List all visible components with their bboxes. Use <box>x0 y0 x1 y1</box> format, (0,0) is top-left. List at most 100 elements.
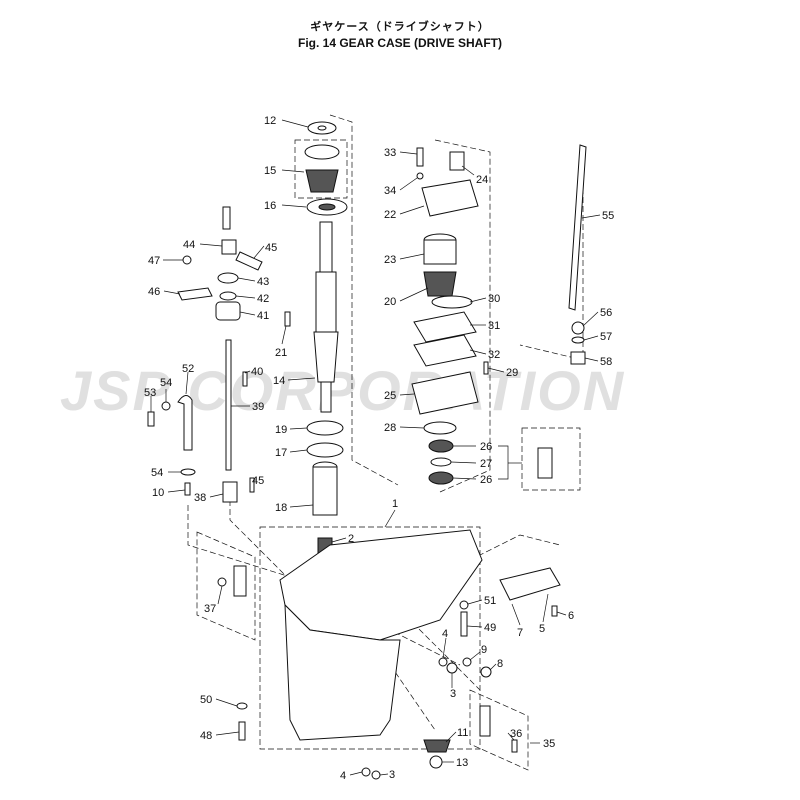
part-31-plate <box>413 311 477 343</box>
callout-41: 41 <box>257 310 269 322</box>
part-14-shaft-lower <box>313 331 339 383</box>
part-30-gasket <box>431 295 473 309</box>
leader-41 <box>239 311 256 316</box>
part-6-bolt <box>551 605 558 617</box>
leader-52 <box>185 371 189 395</box>
leader-50 <box>215 698 238 707</box>
callout-54: 54 <box>160 377 172 389</box>
part-19-seal <box>306 420 344 436</box>
part-4-washer <box>438 657 448 667</box>
leader-15 <box>281 169 305 173</box>
callout-26-upper: 26 <box>480 441 492 453</box>
leader-23 <box>399 253 425 260</box>
part-35-grille <box>479 705 491 737</box>
callout-55: 55 <box>602 210 614 222</box>
flow-line-38 <box>229 500 301 591</box>
callout-45-lower: 45 <box>252 475 264 487</box>
leader-12 <box>281 119 309 128</box>
callout-29: 29 <box>506 367 518 379</box>
callout-35: 35 <box>543 738 555 750</box>
callout-44: 44 <box>183 239 195 251</box>
leader-1 <box>384 509 396 528</box>
callout-20: 20 <box>384 296 396 308</box>
part-43-oring <box>217 272 239 284</box>
flow-line-11 <box>379 649 436 731</box>
part-3-screw <box>446 662 458 674</box>
leader-44 <box>199 243 223 247</box>
callout-14: 14 <box>273 375 285 387</box>
part-15-pinion <box>305 169 339 193</box>
part-1-gear-case-body <box>284 603 401 741</box>
leader-46 <box>163 290 181 295</box>
leader-43 <box>237 277 256 282</box>
leader-5 <box>542 593 549 623</box>
part-14-shaft-upper <box>319 221 333 273</box>
leader-16 <box>281 204 307 208</box>
callout-15: 15 <box>264 165 276 177</box>
callout-52: 52 <box>182 363 194 375</box>
part-37-screw <box>217 577 227 587</box>
flow-line-top <box>329 114 353 230</box>
callout-1: 1 <box>392 498 398 510</box>
leader-55 <box>581 214 601 219</box>
part-47-bolt <box>182 255 192 265</box>
leader-48 <box>215 731 240 736</box>
callout-27: 27 <box>480 458 492 470</box>
part-38-link <box>222 481 238 503</box>
leader-20 <box>399 287 429 302</box>
callout-4-bottom: 4 <box>340 770 346 782</box>
callout-58: 58 <box>600 356 612 368</box>
leader-22 <box>399 205 425 215</box>
leader-8 <box>489 663 497 671</box>
leader-36 <box>507 732 515 741</box>
part-26-bearing-bottom <box>428 471 454 485</box>
box-35 <box>469 689 529 771</box>
callout-42: 42 <box>257 293 269 305</box>
callout-46: 46 <box>148 286 160 298</box>
part-1-gear-case-top <box>279 529 483 641</box>
part-49-bolt <box>460 611 468 637</box>
callout-21: 21 <box>275 347 287 359</box>
leader-26b <box>452 477 477 480</box>
flow-line-plate <box>469 534 561 561</box>
callout-56: 56 <box>600 307 612 319</box>
part-20-impeller <box>423 271 457 297</box>
callout-28: 28 <box>384 422 396 434</box>
leader-56 <box>582 311 599 327</box>
callout-49: 49 <box>484 622 496 634</box>
part-34-washer <box>416 172 424 180</box>
leader-42 <box>235 295 256 299</box>
leader-10 <box>167 489 186 493</box>
leader-30 <box>469 297 487 303</box>
callout-26-lower: 26 <box>480 474 492 486</box>
callout-8: 8 <box>497 658 503 670</box>
callout-43: 43 <box>257 276 269 288</box>
flow-line-3 <box>369 619 461 666</box>
callout-53: 53 <box>144 387 156 399</box>
figure-title-block: ギヤケース（ドライブシャフト） Fig. 14 GEAR CASE (DRIVE… <box>0 18 800 50</box>
callout-13: 13 <box>456 757 468 769</box>
part-26-bearing-top <box>428 439 454 453</box>
part-41-boot <box>215 301 241 321</box>
part-15-collar <box>304 144 340 160</box>
leader-21 <box>281 325 287 345</box>
callout-5: 5 <box>539 623 545 635</box>
part-55-water-tube <box>568 144 587 311</box>
callout-51: 51 <box>484 595 496 607</box>
part-48-bolt <box>238 721 246 741</box>
leader-58 <box>584 357 599 362</box>
part-56-seal <box>571 321 585 335</box>
leader-2 <box>331 537 347 543</box>
leader-49 <box>466 625 483 628</box>
callout-10: 10 <box>152 487 164 499</box>
callout-18: 18 <box>275 502 287 514</box>
leader-28 <box>399 426 425 429</box>
box-bearing-detail <box>521 427 581 491</box>
part-11-gear <box>423 739 451 753</box>
leader-17 <box>289 449 308 453</box>
callout-38: 38 <box>194 492 206 504</box>
leader-37 <box>217 585 223 605</box>
leader-57 <box>583 335 599 341</box>
callout-45: 45 <box>265 242 277 254</box>
